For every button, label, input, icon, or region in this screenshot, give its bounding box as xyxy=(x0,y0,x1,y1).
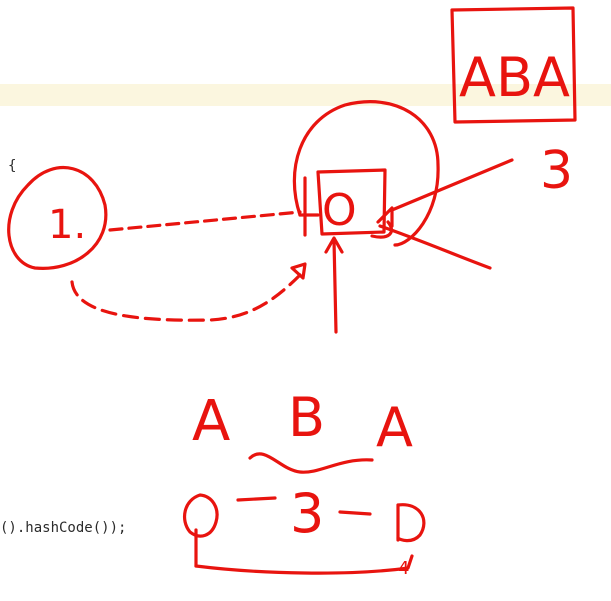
seq-a2-label: A xyxy=(376,396,413,459)
bottom-left-node xyxy=(182,493,219,538)
left-node-label: 1. xyxy=(48,202,86,248)
dashed-link-top xyxy=(108,210,302,232)
dash-left xyxy=(236,496,277,502)
current-line-highlight xyxy=(0,84,611,106)
tilde-under-seq xyxy=(248,452,374,474)
arrow-head-bottom xyxy=(290,262,307,280)
aba-label: ABA xyxy=(459,46,570,109)
center-box xyxy=(316,168,387,236)
line-lower-right xyxy=(378,224,492,270)
center-box-extra xyxy=(298,176,320,237)
dashed-link-bottom xyxy=(70,273,302,322)
arrow-head-right xyxy=(376,206,394,228)
left-circle xyxy=(7,166,108,270)
vertical-arrow xyxy=(332,238,338,334)
seq-a1-label: A xyxy=(192,389,230,454)
bottom-right-node xyxy=(396,503,426,543)
hook-right xyxy=(370,220,394,239)
dash-right xyxy=(338,510,372,516)
count-right-label: 3 xyxy=(540,141,573,201)
bottom-count-label: 3 xyxy=(290,482,324,545)
seq-b-label: B xyxy=(288,386,325,449)
line-from-three xyxy=(390,158,514,212)
code-hashcode-line: ().hashCode()); xyxy=(0,520,127,536)
vertical-arrow-head xyxy=(324,236,344,254)
center-circle xyxy=(292,100,440,247)
bottom-connector xyxy=(194,554,414,575)
code-open-brace: { xyxy=(8,158,17,174)
aba-box xyxy=(450,6,577,124)
center-node-label: O xyxy=(322,185,357,236)
